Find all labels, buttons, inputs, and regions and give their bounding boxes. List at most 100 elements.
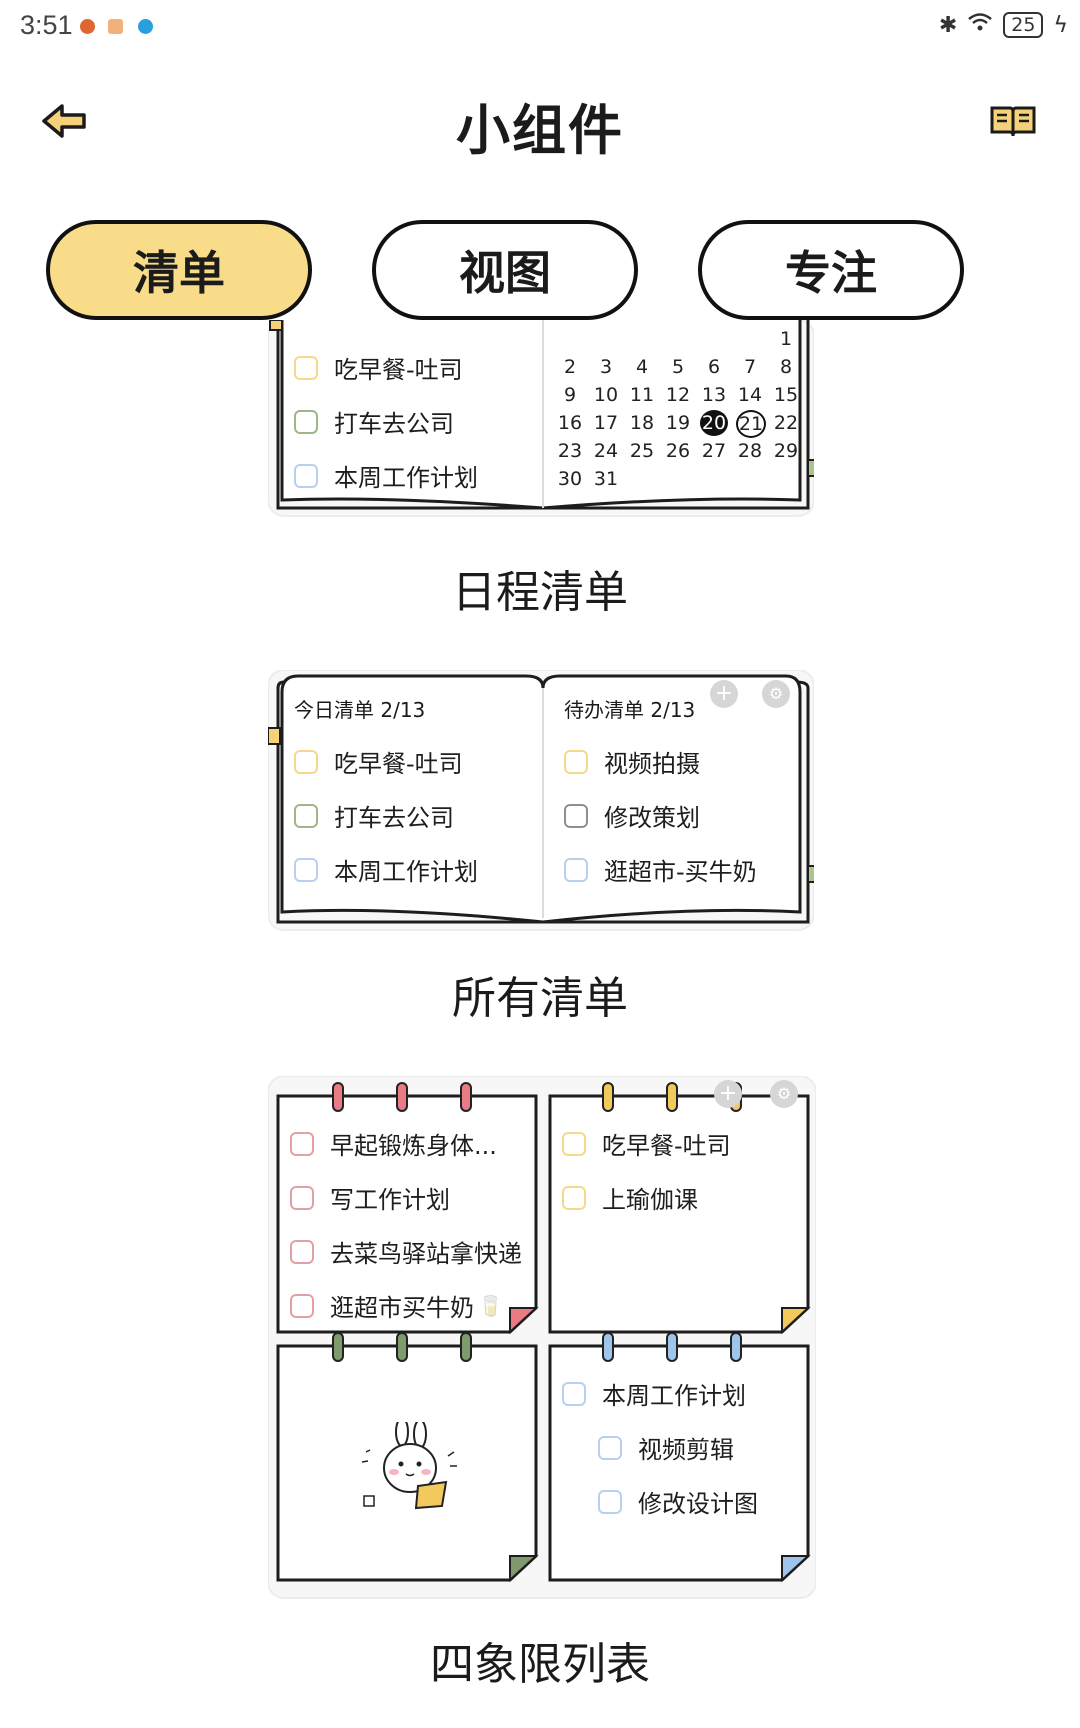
notification-icon <box>138 19 153 34</box>
checkbox[interactable] <box>290 1239 314 1264</box>
list-item[interactable]: 吃早餐-吐司 <box>294 744 463 779</box>
back-button[interactable] <box>40 100 92 142</box>
ring-icon <box>666 1082 678 1112</box>
checkbox[interactable] <box>564 803 588 828</box>
list-item[interactable]: 吃早餐-吐司 <box>562 1126 731 1161</box>
checkbox[interactable] <box>598 1435 622 1460</box>
tab-focus[interactable]: 专注 <box>698 220 964 320</box>
calendar-day[interactable]: 21 <box>736 410 766 438</box>
guide-button[interactable] <box>988 100 1038 142</box>
task-label: 本周工作计划 <box>602 1382 746 1410</box>
calendar-day[interactable]: 11 <box>629 384 655 406</box>
calendar-day[interactable]: 31 <box>593 468 619 490</box>
calendar-day[interactable]: 10 <box>593 384 619 406</box>
checkbox[interactable] <box>290 1131 314 1156</box>
checkbox[interactable] <box>562 1185 586 1210</box>
calendar-day[interactable]: 4 <box>635 356 649 378</box>
add-button[interactable]: + <box>714 1080 742 1108</box>
list-item[interactable]: 修改设计图 <box>598 1484 758 1519</box>
notification-icon <box>108 19 123 34</box>
calendar-day[interactable]: 9 <box>563 384 577 406</box>
list-item[interactable]: 本周工作计划 <box>294 458 478 493</box>
checkbox[interactable] <box>562 1381 586 1406</box>
checkbox[interactable] <box>598 1489 622 1514</box>
checkbox[interactable] <box>294 355 318 380</box>
list-item[interactable]: 本周工作计划 <box>294 852 478 887</box>
list-header-today: 今日清单 2/13 <box>294 698 426 722</box>
calendar-day[interactable]: 12 <box>665 384 691 406</box>
checkbox[interactable] <box>562 1131 586 1156</box>
calendar-day[interactable]: 20 <box>700 410 728 436</box>
calendar-day[interactable]: 28 <box>737 440 763 462</box>
settings-icon[interactable]: ⚙ <box>762 680 790 708</box>
checkbox[interactable] <box>294 749 318 774</box>
checkbox[interactable] <box>564 749 588 774</box>
calendar-day[interactable]: 29 <box>773 440 799 462</box>
tab-view[interactable]: 视图 <box>372 220 638 320</box>
settings-icon[interactable]: ⚙ <box>770 1080 798 1108</box>
list-item[interactable]: 打车去公司 <box>294 404 454 439</box>
calendar-day[interactable]: 8 <box>779 356 793 378</box>
list-item[interactable]: 上瑜伽课 <box>562 1180 698 1215</box>
checkbox[interactable] <box>294 409 318 434</box>
tab-list[interactable]: 清单 <box>46 220 312 320</box>
task-label: 早起锻炼身体... <box>330 1132 497 1160</box>
widget-all-lists[interactable]: 今日清单 2/13 待办清单 2/13 + ⚙ 吃早餐-吐司 打车去公司 本周工… <box>268 670 814 932</box>
list-item[interactable]: 修改策划 <box>564 798 700 833</box>
ring-icon <box>332 1082 344 1112</box>
ring-icon <box>602 1082 614 1112</box>
ring-icon <box>602 1332 614 1362</box>
list-item[interactable]: 逛超市-买牛奶 <box>564 852 757 887</box>
checkbox[interactable] <box>290 1185 314 1210</box>
list-item[interactable]: 吃早餐-吐司 <box>294 350 463 385</box>
wifi-icon <box>967 12 993 38</box>
calendar-day[interactable]: 13 <box>701 384 727 406</box>
list-header-todo: 待办清单 2/13 <box>564 698 696 722</box>
list-item[interactable]: 写工作计划 <box>290 1180 450 1215</box>
calendar-day[interactable]: 17 <box>593 412 619 434</box>
list-item[interactable]: 打车去公司 <box>294 798 454 833</box>
calendar-day[interactable]: 19 <box>665 412 691 434</box>
calendar-day[interactable]: 25 <box>629 440 655 462</box>
calendar-day[interactable]: 2 <box>563 356 577 378</box>
charging-icon: ϟ <box>1053 12 1068 38</box>
ring-icon <box>396 1082 408 1112</box>
list-item[interactable]: 逛超市买牛奶🥛 <box>290 1288 503 1323</box>
ring-icon <box>460 1082 472 1112</box>
calendar-day[interactable]: 30 <box>557 468 583 490</box>
calendar-day[interactable]: 3 <box>599 356 613 378</box>
calendar-day[interactable]: 16 <box>557 412 583 434</box>
calendar-day[interactable]: 15 <box>773 384 799 406</box>
calendar-day[interactable]: 22 <box>773 412 799 434</box>
task-label: 本周工作计划 <box>334 464 478 492</box>
checkbox[interactable] <box>294 803 318 828</box>
calendar-day[interactable]: 14 <box>737 384 763 406</box>
calendar-day[interactable]: 26 <box>665 440 691 462</box>
checkbox[interactable] <box>564 857 588 882</box>
list-item[interactable]: 本周工作计划 <box>562 1376 746 1411</box>
calendar-day[interactable]: 5 <box>671 356 685 378</box>
list-item[interactable]: 去菜鸟驿站拿快递 <box>290 1234 522 1269</box>
checkbox[interactable] <box>294 857 318 882</box>
calendar-day[interactable]: 18 <box>629 412 655 434</box>
list-item[interactable]: 视频拍摄 <box>564 744 700 779</box>
list-item[interactable]: 视频剪辑 <box>598 1430 734 1465</box>
calendar-day[interactable]: 24 <box>593 440 619 462</box>
list-item[interactable]: 早起锻炼身体... <box>290 1126 497 1161</box>
bluetooth-icon: ✱ <box>938 12 958 38</box>
status-time: 3:51 <box>20 10 73 40</box>
task-label: 修改策划 <box>604 804 700 832</box>
calendar-day[interactable]: 7 <box>743 356 757 378</box>
calendar-day[interactable]: 6 <box>707 356 721 378</box>
ring-icon <box>460 1332 472 1362</box>
checkbox[interactable] <box>294 463 318 488</box>
calendar-day[interactable]: 1 <box>779 328 793 350</box>
checkbox[interactable] <box>290 1293 314 1318</box>
calendar-day[interactable]: 27 <box>701 440 727 462</box>
add-button[interactable]: + <box>710 680 738 708</box>
widget-quadrant-list[interactable]: + ⚙ 早起锻炼身体... 写工作计划 去菜鸟驿站拿快递 逛超市买牛奶🥛 吃早餐… <box>268 1076 816 1600</box>
calendar-day[interactable]: 23 <box>557 440 583 462</box>
task-label: 打车去公司 <box>334 410 454 438</box>
